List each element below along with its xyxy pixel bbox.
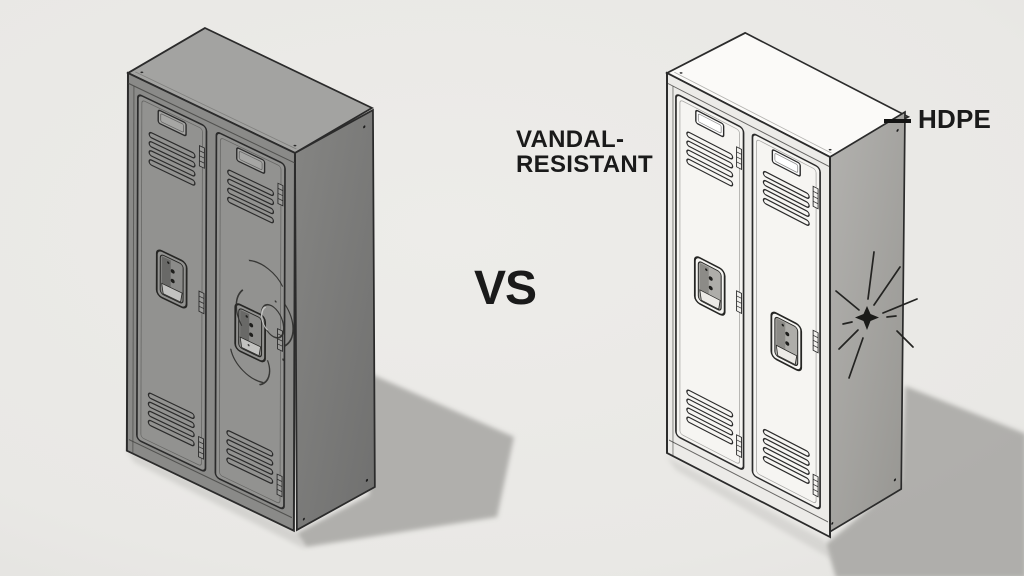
metal-locker-side [294,108,376,532]
hinge [736,146,743,170]
hinge [277,182,284,207]
caption-line1: VANDAL- [516,126,625,153]
hdpe-locker-shadow [826,386,1024,576]
hdpe-locker-front [666,71,832,539]
impact-star-icon [835,251,918,379]
hinge [276,473,283,498]
hdpe-locker-door-left [675,94,745,470]
dented-metal-locker-illustration [125,26,376,533]
hinge [198,290,205,315]
metal-locker-door-left [136,94,208,472]
metal-locker-contact-shadow [126,449,305,549]
vandal-resistant-caption: VANDAL- RESISTANT [516,127,653,177]
hdpe-locker-contact-shadow [666,456,830,558]
hdpe-locker-door-right [751,133,821,510]
hinge [276,328,284,352]
hinge [197,435,205,460]
hdpe-callout: HDPE [884,104,991,135]
hdpe-locker-illustration [665,31,918,539]
callout-leader-dash [884,118,911,123]
hinge [812,329,819,354]
metal-locker-front [125,71,296,533]
floor-shadows [126,374,1024,576]
hinge [736,290,743,314]
material-label: HDPE [918,104,992,134]
hinge [198,145,205,169]
vs-label: VS [474,262,537,315]
hinge [736,434,743,458]
caption-line2: RESISTANT [516,151,653,178]
metal-locker-shadow [297,374,514,547]
hinge [812,473,819,498]
hinge [812,185,819,210]
metal-locker-door-right [214,132,294,510]
dent-marks-icon [230,259,294,386]
